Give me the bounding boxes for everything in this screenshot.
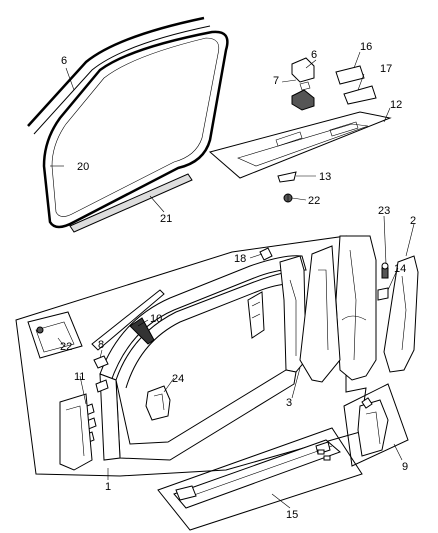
callout-8: 8	[98, 339, 104, 351]
callout-23: 23	[378, 205, 390, 217]
callout-22: 22	[308, 195, 320, 207]
callout-11: 11	[74, 371, 85, 383]
callout-10: 10	[150, 313, 162, 325]
sill-weatherstrip	[69, 173, 193, 233]
callout-17: 17	[380, 63, 392, 75]
callout-18: 18	[234, 253, 246, 265]
clip-18	[259, 247, 273, 261]
door-weatherstrip	[27, 16, 229, 229]
callout-21: 22	[60, 341, 72, 353]
bracket-24	[145, 385, 171, 421]
callout-labels: 6 6 7 16 17 12 13 22 20 21 23 2 14 18 10…	[60, 41, 416, 521]
leader-lines	[50, 51, 415, 509]
windshield-pillar-trim	[91, 289, 165, 351]
b-pillar-reinforcement	[299, 235, 377, 383]
callout-15: 15	[286, 509, 298, 521]
callout-6: 6	[311, 49, 317, 61]
callout-16: 16	[360, 41, 372, 53]
callout-7: 7	[273, 75, 279, 87]
callout-13: 13	[319, 171, 331, 183]
callout-12: 12	[390, 99, 402, 111]
inset-21	[27, 311, 83, 359]
insulator-pads	[335, 65, 377, 105]
callout-4: 6	[61, 55, 67, 67]
callout-20: 21	[160, 213, 172, 225]
callout-19: 20	[77, 161, 89, 173]
callout-1: 1	[105, 481, 111, 493]
retainer-clips	[291, 57, 315, 111]
callout-14: 14	[394, 263, 406, 275]
quarter-inner-panel	[343, 383, 409, 467]
callout-3: 3	[286, 397, 292, 409]
bracket-and-bolt	[277, 171, 297, 203]
rocker-panel	[157, 427, 363, 531]
callout-24: 24	[172, 373, 184, 385]
callout-9: 9	[402, 461, 408, 473]
cowl-side-panel	[59, 393, 93, 471]
body-side-aperture	[99, 255, 307, 461]
callout-2: 2	[410, 215, 416, 227]
roof-rail-panel	[208, 111, 392, 179]
rear-pillar-extension	[377, 255, 419, 373]
